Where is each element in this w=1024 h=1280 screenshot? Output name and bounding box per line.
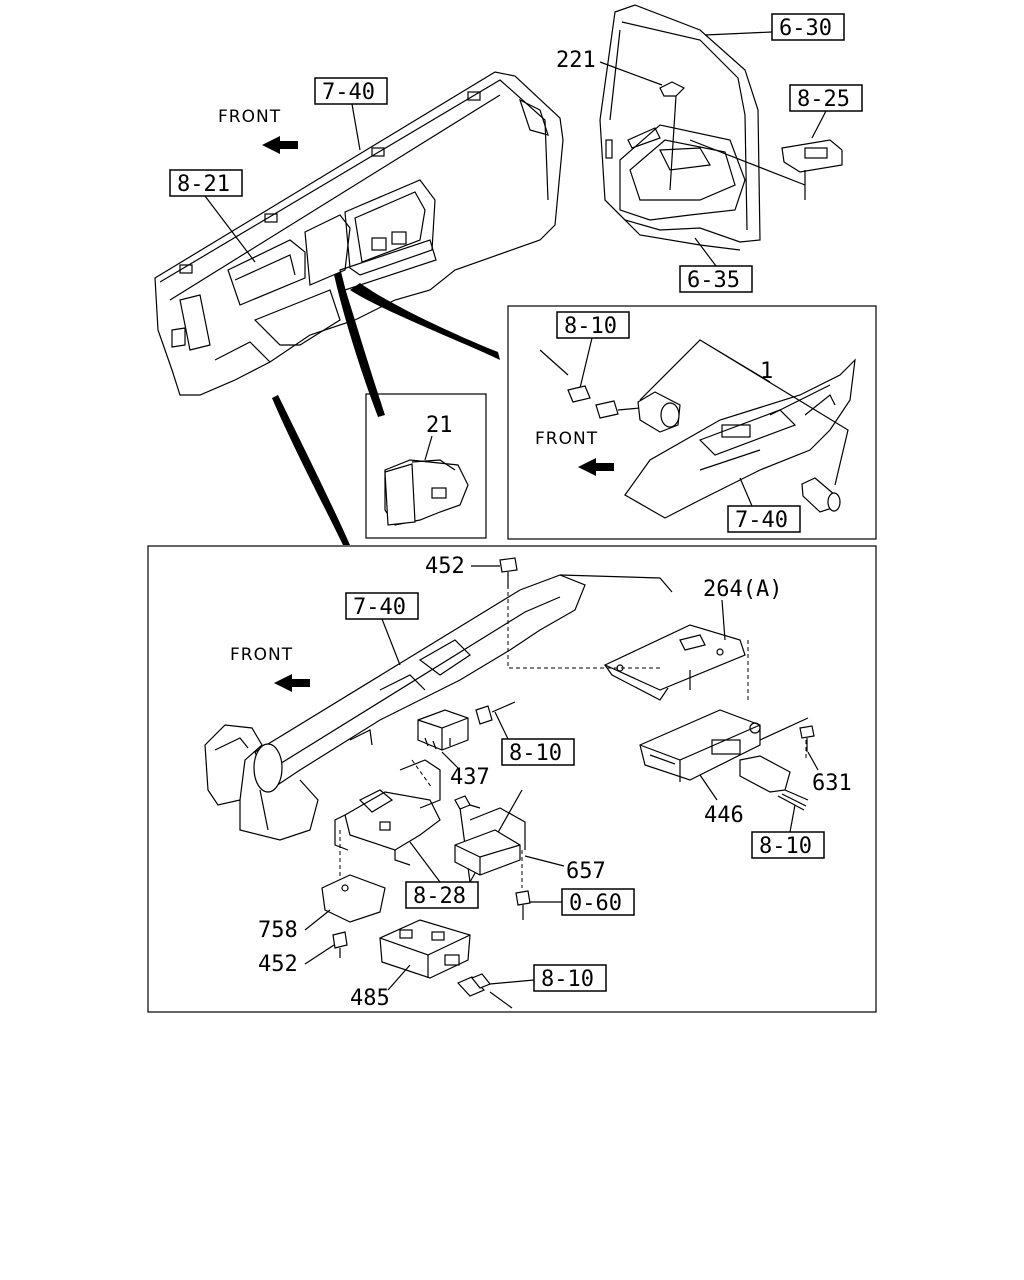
ref-7-40-inset: 7-40 bbox=[727, 477, 801, 533]
inset-harness bbox=[539, 349, 641, 419]
small-bolt-mid bbox=[454, 795, 481, 810]
inset-socket bbox=[637, 391, 681, 433]
front-arrow-top: FRONT bbox=[218, 107, 298, 154]
door-switch-8-25 bbox=[689, 139, 843, 200]
part-1-leader bbox=[639, 339, 849, 486]
ref-8-10-b: 8-10 bbox=[751, 804, 825, 859]
svg-text:8-10: 8-10 bbox=[564, 314, 617, 339]
svg-text:8-28: 8-28 bbox=[413, 884, 466, 909]
dash-line-1 bbox=[507, 578, 660, 669]
leader-swoop-left bbox=[272, 395, 350, 545]
part-657: 657 bbox=[454, 807, 606, 884]
svg-text:452: 452 bbox=[425, 554, 465, 579]
svg-text:7-40: 7-40 bbox=[353, 595, 406, 620]
ref-8-10-a: 8-10 bbox=[475, 701, 575, 766]
svg-text:0-60: 0-60 bbox=[569, 891, 622, 916]
ref-7-40-top: 7-40 bbox=[314, 77, 388, 151]
front-label-inset: FRONT bbox=[535, 429, 598, 449]
part-264a: 264(A) bbox=[603, 577, 782, 701]
inset-cigar-lighter bbox=[801, 477, 841, 513]
svg-text:7-40: 7-40 bbox=[735, 508, 788, 533]
ref-8-25: 8-25 bbox=[789, 84, 863, 139]
ref-7-40-bottom: 7-40 bbox=[345, 592, 419, 666]
front-arrow-inset: FRONT bbox=[535, 429, 614, 476]
part-437: 437 bbox=[417, 709, 490, 790]
front-label-bottom: FRONT bbox=[230, 645, 293, 665]
part-758: 758 bbox=[258, 874, 386, 943]
svg-text:8-10: 8-10 bbox=[541, 967, 594, 992]
door-assembly bbox=[599, 4, 761, 251]
svg-text:264(A): 264(A) bbox=[703, 577, 782, 602]
svg-text:6-30: 6-30 bbox=[779, 16, 832, 41]
svg-text:446: 446 bbox=[704, 803, 744, 828]
main-box-bottom bbox=[147, 545, 877, 1013]
part-21-switch bbox=[384, 459, 469, 526]
part-452-bottom: 452 bbox=[258, 931, 348, 977]
part-21-label: 21 bbox=[426, 413, 453, 438]
svg-text:758: 758 bbox=[258, 918, 298, 943]
ref-8-21: 8-21 bbox=[169, 169, 256, 263]
svg-text:437: 437 bbox=[450, 765, 490, 790]
ref-8-10-inset: 8-10 bbox=[556, 311, 630, 389]
svg-text:452: 452 bbox=[258, 952, 298, 977]
middle-bracket bbox=[334, 759, 441, 866]
ref-6-30: 6-30 bbox=[704, 13, 845, 41]
inset-box-right bbox=[507, 305, 877, 540]
ref-8-10-c: 8-10 bbox=[456, 964, 607, 1009]
dashboard-assembly bbox=[154, 71, 564, 396]
part-452-top: 452 bbox=[425, 554, 518, 588]
svg-text:657: 657 bbox=[566, 859, 606, 884]
inset-box-middle bbox=[365, 393, 487, 539]
leader-swoop-middle bbox=[334, 272, 385, 417]
part-631: 631 bbox=[739, 725, 852, 811]
svg-text:6-35: 6-35 bbox=[687, 268, 740, 293]
part-21-leader bbox=[424, 435, 433, 461]
ref-0-60: 0-60 bbox=[515, 888, 635, 920]
inset-panel bbox=[624, 358, 856, 519]
ref-6-35: 6-35 bbox=[679, 237, 753, 293]
part-446: 446 bbox=[639, 709, 809, 828]
svg-text:221: 221 bbox=[556, 48, 596, 73]
front-label-top: FRONT bbox=[218, 107, 281, 127]
svg-text:485: 485 bbox=[350, 986, 390, 1011]
svg-text:8-21: 8-21 bbox=[177, 172, 230, 197]
svg-text:8-10: 8-10 bbox=[509, 741, 562, 766]
svg-text:8-25: 8-25 bbox=[797, 87, 850, 112]
left-bracket bbox=[204, 724, 319, 841]
leader-swoop-right bbox=[350, 283, 500, 360]
svg-text:8-10: 8-10 bbox=[759, 834, 812, 859]
cross-beam bbox=[253, 574, 673, 793]
dash-line-3 bbox=[411, 759, 433, 789]
part-221-label: 221 bbox=[556, 48, 663, 86]
svg-text:7-40: 7-40 bbox=[322, 80, 375, 105]
front-arrow-bottom: FRONT bbox=[230, 645, 310, 692]
svg-text:631: 631 bbox=[812, 771, 852, 796]
part-485: 485 bbox=[350, 919, 471, 1011]
